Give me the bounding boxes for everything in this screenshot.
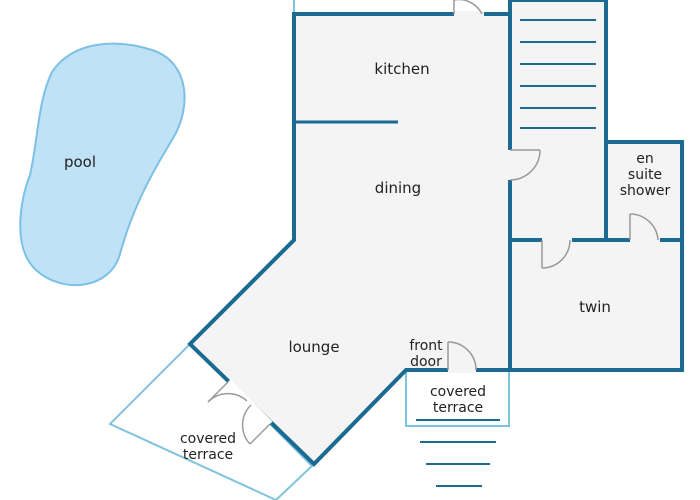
top-door-swing-icon [453, 0, 484, 17]
twin-room [508, 238, 684, 372]
pool-label: pool [63, 153, 97, 171]
side-covered-terrace-label: covered terrace [179, 431, 237, 463]
exterior-steps-icon [416, 419, 500, 487]
lounge-label: lounge [288, 338, 340, 356]
kitchen-label: kitchen [374, 60, 430, 78]
stairwell [508, 0, 608, 242]
stairwell-door-swing-icon [507, 149, 541, 181]
front-covered-terrace-label: covered terrace [429, 384, 487, 416]
dining-label: dining [374, 179, 422, 197]
stairs-icon [520, 19, 596, 129]
twin-label: twin [579, 298, 611, 316]
front-door-label: front door [409, 338, 443, 370]
pool-shape [19, 42, 186, 286]
en-suite-door-swing-icon [629, 213, 660, 243]
front-door-swing-icon [447, 341, 477, 373]
twin-door-swing-icon [541, 237, 572, 269]
en-suite-shower-label: en suite shower [619, 151, 671, 199]
terrace-double-door-icon [207, 379, 273, 445]
